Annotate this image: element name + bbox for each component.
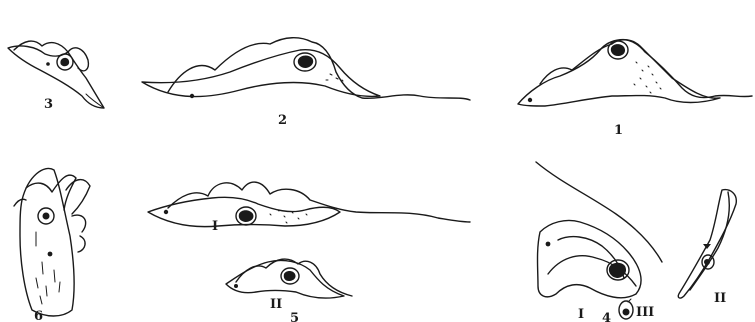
figure-label-2: 2 bbox=[278, 113, 287, 128]
figure-5-cell: I II 5 bbox=[148, 182, 470, 322]
figure-5-sublabel-I: I bbox=[212, 219, 218, 234]
figure-4-sublabel-II: II bbox=[714, 291, 726, 306]
figure-1-cell: 1 bbox=[518, 40, 752, 138]
figure-2-cell: 2 bbox=[142, 38, 470, 128]
figure-label-1: 1 bbox=[614, 123, 623, 138]
figure-label-4: 4 bbox=[602, 311, 611, 322]
figure-4-sublabel-I: I bbox=[578, 307, 584, 322]
figure-label-3: 3 bbox=[44, 97, 53, 112]
figure-label-5: 5 bbox=[290, 311, 299, 322]
figure-4-sublabel-III: III bbox=[636, 305, 654, 320]
figure-3-cell: 3 bbox=[8, 41, 104, 112]
figure-label-6: 6 bbox=[34, 309, 43, 322]
figure-5-sublabel-II: II bbox=[270, 297, 282, 312]
figure-4-cell: I II III 4 bbox=[536, 162, 736, 322]
figure-6-cell: 6 bbox=[14, 168, 90, 322]
